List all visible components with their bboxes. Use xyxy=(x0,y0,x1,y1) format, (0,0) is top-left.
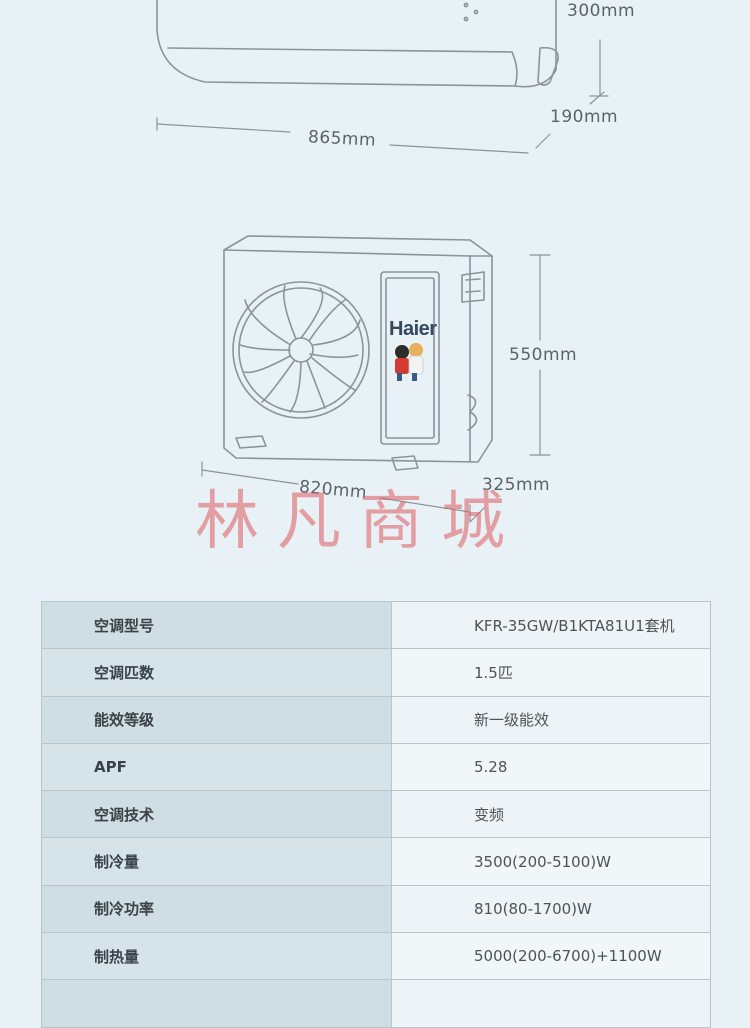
outdoor-unit-illustration xyxy=(223,235,493,471)
outdoor-dimension-lines xyxy=(201,254,551,523)
indoor-dimension-lines xyxy=(156,39,609,154)
indoor-unit-illustration xyxy=(156,0,559,88)
haier-logo: Haier xyxy=(389,318,437,340)
table-row: 能效等级新一级能效 xyxy=(41,695,711,744)
spec-label: APF xyxy=(41,742,392,792)
spec-value xyxy=(391,979,711,1028)
outdoor-height-label: 550mm xyxy=(509,345,578,365)
spec-value: 新一级能效 xyxy=(391,695,711,744)
spec-label: 能效等级 xyxy=(41,695,392,744)
product-line-drawing xyxy=(156,0,609,523)
spec-label: 空调匹数 xyxy=(41,648,392,697)
spec-value: 810(80-1700)W xyxy=(391,884,711,934)
indoor-height-label: 300mm xyxy=(567,1,636,21)
spec-value: 1.5匹 xyxy=(391,648,711,697)
indoor-depth-label: 190mm xyxy=(550,107,619,127)
outdoor-depth-label: 325mm xyxy=(482,475,551,495)
table-row xyxy=(41,979,711,1028)
spec-value: 变频 xyxy=(391,790,711,839)
spec-label: 制冷量 xyxy=(41,837,392,886)
table-row: 空调技术变频 xyxy=(41,790,711,839)
store-watermark: 林凡商城 xyxy=(195,485,523,559)
spec-label: 空调技术 xyxy=(41,790,392,839)
indoor-width-label: 865mm xyxy=(307,127,377,151)
spec-value: 5.28 xyxy=(391,742,711,792)
mascot-illustration xyxy=(395,343,424,381)
spec-label: 制热量 xyxy=(41,932,392,981)
spec-value: KFR-35GW/B1KTA81U1套机 xyxy=(391,600,711,650)
spec-label xyxy=(41,979,392,1028)
spec-label: 制冷功率 xyxy=(41,884,392,934)
spec-value: 5000(200-6700)+1100W xyxy=(391,932,711,981)
spec-value: 3500(200-5100)W xyxy=(391,837,711,886)
spec-label: 空调型号 xyxy=(41,600,392,650)
